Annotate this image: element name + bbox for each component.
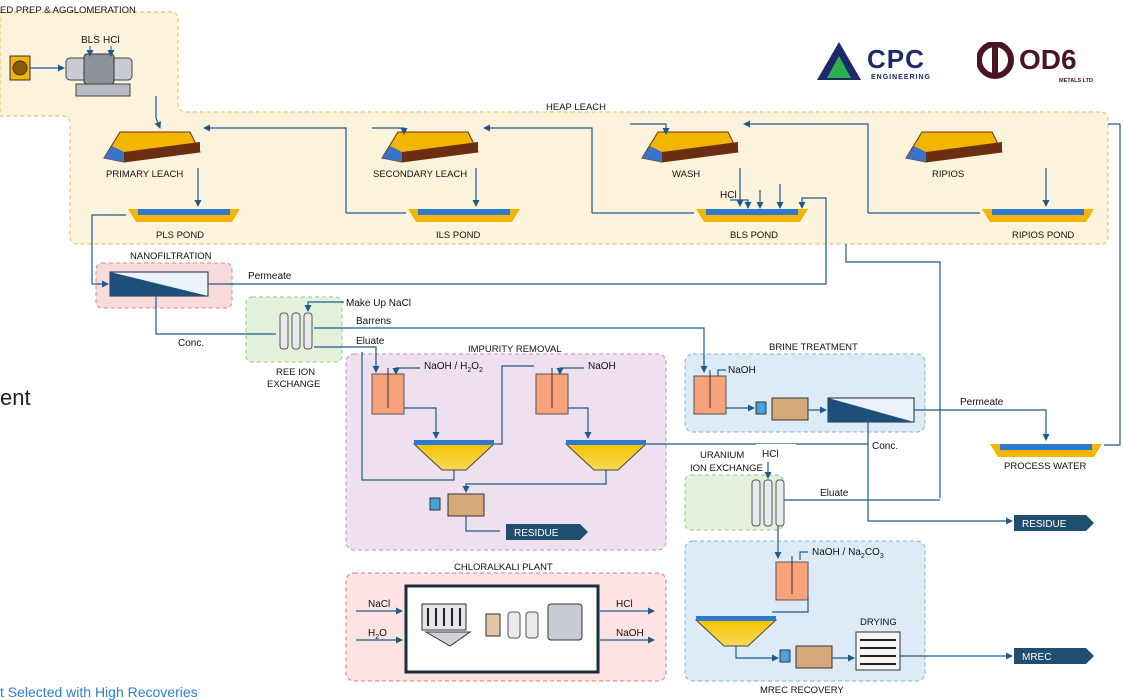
barrens-label: Barrens (356, 316, 391, 327)
hcl-out-label: HCl (616, 599, 633, 610)
make-up-nacl-label: Make Up NaCl (346, 298, 411, 309)
brine-treatment-title: BRINE TREATMENT (769, 342, 858, 353)
uranium-ix-label-line2: ION EXCHANGE (690, 463, 763, 474)
ils-pond-label: ILS POND (436, 230, 480, 241)
uranium-flows (764, 462, 940, 559)
svg-text:MREC: MREC (1022, 652, 1051, 663)
impurity-removal-title: IMPURITY REMOVAL (468, 344, 562, 355)
od6-logo-text: OD6 (1019, 44, 1077, 75)
cpc-engineering-logo: CPC ENGINEERING (809, 22, 954, 99)
naoh-out-label: NaOH (616, 628, 644, 639)
chloralkali-title: CHLORALKALI PLANT (454, 562, 553, 573)
chloralkali-flows (356, 607, 655, 644)
uranium-ix-label-line1: URANIUM (700, 450, 744, 461)
od6-mark-icon (977, 42, 1014, 79)
hcl-bls-pond-label: HCl (720, 190, 737, 201)
ree-ion-exchange-icon (279, 312, 313, 350)
secondary-leach-label: SECONDARY LEACH (373, 169, 467, 180)
footer-link-fragment[interactable]: t Selected with High Recoveries (0, 684, 198, 700)
reactor-tank-2-icon (535, 368, 569, 415)
wash-label: WASH (672, 169, 700, 180)
bls-pond-label: BLS POND (730, 230, 778, 241)
h2o-in-label: H2O (368, 628, 387, 641)
heap-leach-title: HEAP LEACH (546, 102, 606, 113)
eluate-ree-label: Eluate (356, 336, 385, 347)
impurity-removal-panel (345, 353, 667, 551)
ripios-pond-label: RIPIOS POND (1012, 230, 1074, 241)
primary-leach-heap-icon (103, 131, 201, 163)
wash-heap-icon (641, 131, 739, 163)
nanofiltration-unit-icon (109, 271, 209, 297)
hcl-uranium-label: HCl (762, 449, 779, 460)
brine-reactor-icon (693, 370, 727, 415)
heap-leach-flows (91, 96, 1121, 498)
hcl-uranium-backdrop (756, 444, 796, 460)
od6-logo-subtext: METALS LTD (1059, 78, 1094, 84)
mrec-reactor-icon (775, 556, 809, 601)
brine-filter-press-icon (755, 397, 809, 421)
mrec-filter-press-icon (779, 645, 833, 669)
permeate-brine-label: Permeate (960, 397, 1004, 408)
nf-flows (155, 280, 827, 335)
mrec-recovery-title: MREC RECOVERY (760, 685, 844, 696)
brine-flows (717, 369, 1050, 444)
ils-pond-icon (408, 209, 520, 222)
clarifier-1-icon (412, 440, 496, 471)
naoh-brine-label: NaOH (728, 365, 756, 376)
pls-pond-label: PLS POND (156, 230, 204, 241)
svg-text:RESIDUE: RESIDUE (514, 528, 559, 539)
residue-tag-2: RESIDUE (1014, 515, 1094, 531)
conc-nf-label: Conc. (178, 338, 204, 349)
secondary-leach-heap-icon (381, 131, 479, 163)
mrec-product-tag: MREC (1014, 648, 1094, 664)
ripios-pond-icon (982, 209, 1094, 222)
brine-membrane-icon (827, 397, 915, 423)
ripios-heap-icon (905, 131, 1003, 163)
cpc-logo-text: CPC (867, 44, 925, 74)
ree-flows (304, 301, 708, 373)
process-water-pond-icon (990, 444, 1102, 457)
cpc-logo-subtext: ENGINEERING (871, 74, 932, 81)
naoh-impurity-label: NaOH (588, 361, 616, 372)
bls-stream-label: BLS (81, 35, 100, 46)
chloralkali-unit-icon (404, 584, 600, 674)
bls-pond-icon (696, 209, 808, 222)
svg-text:RESIDUE: RESIDUE (1022, 519, 1067, 530)
cpc-triangle-icon (817, 42, 861, 80)
pls-pond-icon (128, 209, 240, 222)
mrec-clarifier-icon (694, 616, 778, 647)
feed-prep-title: ED PREP & AGGLOMERATION (0, 5, 136, 16)
primary-leach-label: PRIMARY LEACH (106, 169, 183, 180)
nacl-in-label: NaCl (368, 599, 390, 610)
slide-body-text-fragment: ent (0, 385, 31, 410)
od6-metals-logo: OD6 METALS LTD (967, 22, 1112, 99)
ripios-label: RIPIOS (932, 169, 964, 180)
reactor-tank-1-icon (371, 368, 405, 415)
residue-tag-1: RESIDUE (506, 524, 588, 540)
permeate-nf-label: Permeate (248, 271, 292, 282)
agglomeration-drum-icon (65, 53, 133, 97)
drying-label: DRYING (860, 617, 897, 628)
mrec-flows (735, 551, 1013, 662)
naoh-h2o2-label: NaOH / H2O2 (424, 361, 483, 374)
nanofiltration-title: NANOFILTRATION (130, 251, 212, 262)
naoh-na2co3-label: NaOH / Na2CO3 (812, 547, 884, 560)
eluate-uranium-label: Eluate (820, 488, 849, 499)
conc-brine-label: Conc. (872, 441, 898, 452)
ree-ix-label-line1: REE ION (276, 367, 315, 378)
hcl-stream-label: HCl (103, 35, 120, 46)
uranium-ix-columns-icon (751, 479, 785, 527)
clarifier-2-icon (564, 440, 648, 471)
process-water-label: PROCESS WATER (1004, 461, 1086, 472)
dryer-icon (855, 631, 901, 671)
ree-ix-label-line2: EXCHANGE (267, 379, 320, 390)
